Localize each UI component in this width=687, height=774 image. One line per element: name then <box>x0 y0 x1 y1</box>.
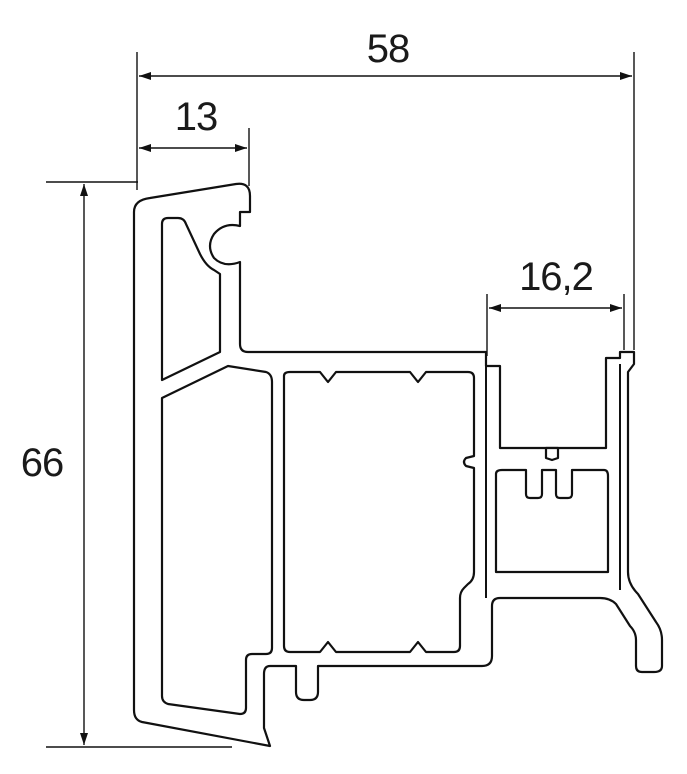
cavity-upper-left <box>160 216 222 382</box>
dimension-overall-height: 66 <box>21 181 232 748</box>
dimension-label-58: 58 <box>367 27 410 71</box>
dimension-label-66: 66 <box>21 441 64 485</box>
dimension-label-16-2: 16,2 <box>519 255 593 299</box>
cavity-left-large <box>160 364 274 716</box>
dimension-lip-width: 13 <box>139 95 250 186</box>
dimension-groove-width: 16,2 <box>486 255 625 356</box>
dimension-label-13: 13 <box>175 95 218 139</box>
cavity-lower-right <box>494 468 610 574</box>
cavity-center-main <box>282 370 476 654</box>
groove-divider-slot <box>544 446 560 462</box>
dimension-overall-width: 58 <box>136 27 635 350</box>
